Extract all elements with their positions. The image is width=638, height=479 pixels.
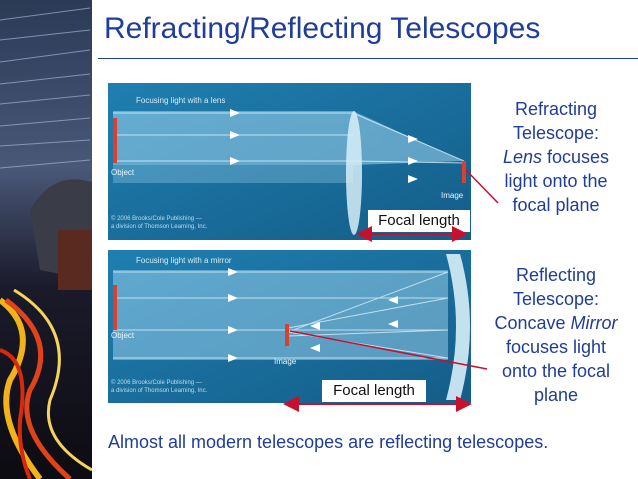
reflecting-image-marker (285, 324, 289, 346)
reflecting-caption-line4: focuses light (505, 337, 607, 357)
refracting-panel-header: Focusing light with a lens (136, 96, 225, 105)
reflecting-caption-line5: onto the focal (501, 361, 611, 381)
mirror-emphasis: Mirror (570, 313, 618, 333)
reflecting-credit-2: a division of Thomson Learning, Inc. (111, 388, 208, 394)
lens-emphasis: Lens (502, 147, 542, 167)
title-divider (98, 58, 638, 59)
refracting-caption-line3-rest: focuses (542, 147, 610, 167)
refracting-caption-line5: focal plane (512, 195, 600, 215)
decorative-photo-strip (0, 0, 92, 479)
image-marker (462, 161, 466, 183)
refracting-image-label: Image (441, 191, 464, 200)
refracting-diagram: Focusing light with a lens Object Image … (108, 83, 471, 240)
refracting-credit-1: © 2006 Brooks/Cole Publishing — (111, 215, 202, 222)
refracting-caption-line3: Lens focuses (486, 145, 626, 169)
reflecting-caption-line3-rest: Concave (494, 313, 571, 333)
refracting-credit-2: a division of Thomson Learning, Inc. (111, 224, 208, 230)
reflecting-caption-line6: plane (533, 385, 579, 405)
reflecting-object-marker (113, 285, 117, 330)
reflecting-pointer-line (289, 330, 488, 370)
reflecting-caption-line1: Reflecting (515, 265, 597, 285)
refracting-caption-line2: Telescope: (512, 123, 600, 143)
reflecting-caption-line3: Concave Mirror (474, 311, 638, 335)
object-marker (113, 118, 117, 163)
refracting-caption-line4: light onto the (504, 171, 608, 191)
reflecting-credit-1: © 2006 Brooks/Cole Publishing — (111, 379, 202, 386)
refracting-object-label: Object (111, 168, 135, 177)
concave-mirror (446, 254, 470, 400)
bottom-summary-text: Almost all modern telescopes are reflect… (108, 432, 549, 452)
reflecting-object-label: Object (111, 331, 135, 340)
reflecting-diagram: Focusing light with a mirror Object Imag… (108, 250, 471, 403)
reflecting-caption: Reflecting Telescope: Concave Mirror foc… (474, 263, 638, 407)
slide-title: Refracting/Reflecting Telescopes (104, 12, 541, 45)
lens (346, 111, 362, 235)
refracting-caption: Refracting Telescope: Lens focuses light… (486, 97, 626, 217)
refracting-caption-line1: Refracting (514, 99, 598, 119)
reflecting-panel-header: Focusing light with a mirror (136, 256, 232, 265)
refracting-pointer-line (465, 169, 499, 204)
reflecting-caption-line2: Telescope: (512, 289, 600, 309)
reflecting-image-label: Image (274, 357, 297, 366)
